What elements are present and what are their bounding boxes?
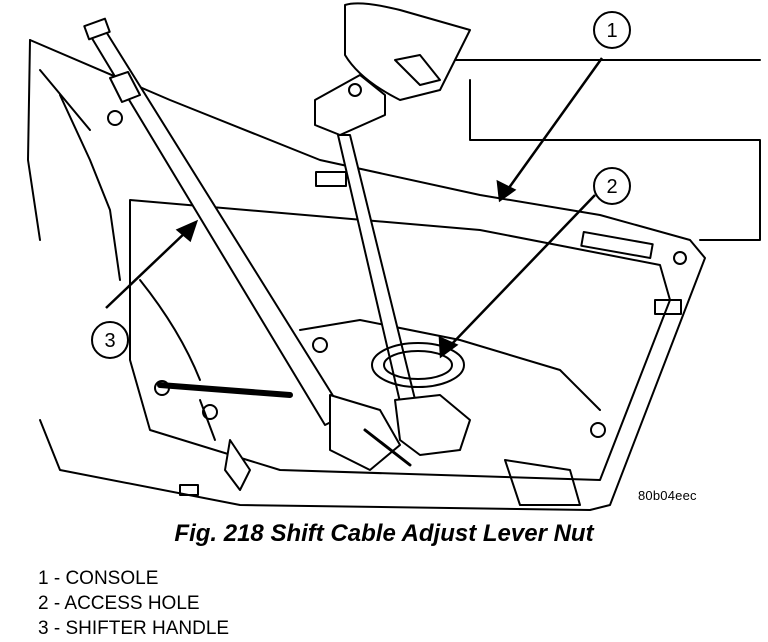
access-hole [371, 342, 465, 388]
callout-1: 1 [593, 11, 631, 49]
legend-list: 1 - CONSOLE 2 - ACCESS HOLE 3 - SHIFTER … [38, 566, 229, 641]
figure-caption: Fig. 218 Shift Cable Adjust Lever Nut [174, 520, 594, 547]
bolt [590, 422, 606, 438]
bolt [673, 251, 687, 265]
wrench-head [314, 74, 386, 136]
bolt [312, 337, 328, 353]
callout-3: 3 [91, 321, 129, 359]
svg-text:2: 2 [606, 176, 617, 198]
figure-code: 80b04eec [638, 488, 697, 503]
hand [344, 2, 471, 101]
console-panel [129, 199, 671, 481]
legend-item: 3 - SHIFTER HANDLE [38, 618, 230, 639]
technical-illustration: 1 2 3 [27, 2, 761, 511]
console-outline [29, 39, 706, 511]
legend-item: 2 - ACCESS HOLE [38, 593, 200, 614]
svg-text:3: 3 [104, 330, 115, 352]
legend-item: 1 - CONSOLE [38, 568, 159, 589]
callout-2: 2 [593, 167, 631, 205]
bolt [107, 110, 123, 126]
bolt [202, 404, 218, 420]
svg-text:1: 1 [606, 20, 617, 42]
